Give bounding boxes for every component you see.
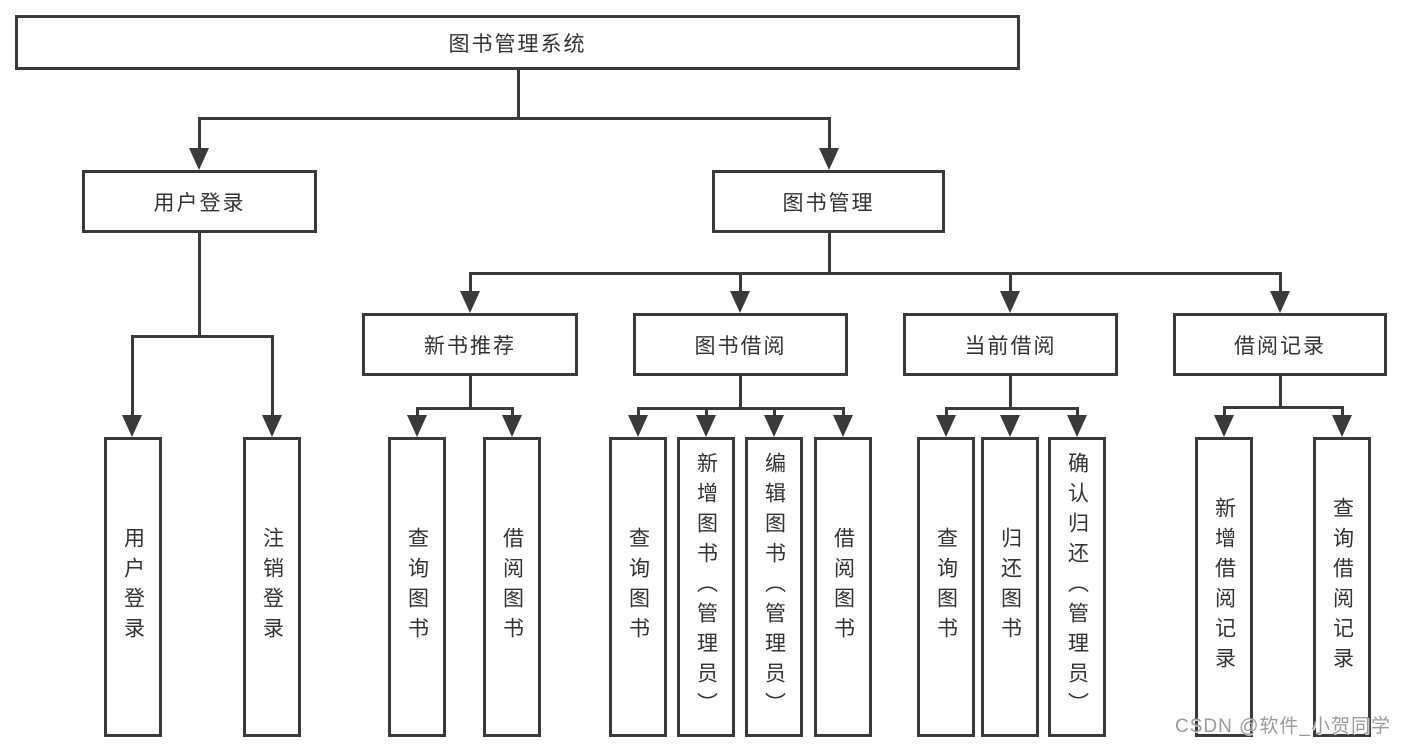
arrow-down-icon (1000, 415, 1020, 437)
connector-line (470, 272, 1281, 275)
connector-line (199, 117, 831, 120)
leaf-edit-books-admin: 编辑图书（管理员） (745, 437, 803, 737)
connector-line (198, 117, 201, 150)
leaf-label: 用户登录 (121, 527, 145, 647)
arrow-down-icon (936, 415, 956, 437)
node-root-library-system: 图书管理系统 (15, 15, 1020, 70)
node-label: 当前借阅 (964, 334, 1057, 358)
leaf-add-books-admin: 新增图书（管理员） (677, 437, 735, 737)
connector-line (945, 407, 948, 417)
arrow-down-icon (1067, 415, 1087, 437)
leaf-label: 查询借阅记录 (1330, 497, 1354, 677)
connector-line (773, 407, 776, 417)
connector-line (1223, 406, 1226, 417)
connector-line (1009, 272, 1012, 294)
connector-line (416, 407, 419, 417)
arrow-down-icon (696, 415, 716, 437)
leaf-query-books-current: 查询图书 (917, 437, 975, 737)
leaf-label: 编辑图书（管理员） (762, 452, 786, 722)
arrow-down-icon (1270, 291, 1290, 313)
leaf-logout: 注销登录 (243, 437, 301, 737)
leaf-add-borrow-record: 新增借阅记录 (1195, 437, 1253, 737)
arrow-down-icon (628, 415, 648, 437)
node-book-borrowing: 图书借阅 (633, 313, 848, 376)
connector-line (198, 233, 201, 337)
arrow-down-icon (407, 415, 427, 437)
connector-line (1224, 406, 1343, 409)
connector-line (828, 233, 831, 275)
node-label: 用户登录 (153, 191, 246, 215)
connector-line (417, 407, 513, 410)
connector-line (637, 407, 640, 417)
connector-line (469, 376, 472, 410)
connector-line (739, 272, 742, 294)
connector-line (131, 335, 134, 417)
leaf-label: 借阅图书 (500, 527, 524, 647)
csdn-watermark: CSDN @软件_小贺同学 (1175, 716, 1391, 737)
leaf-label: 新增图书（管理员） (694, 452, 718, 722)
node-label: 借阅记录 (1234, 334, 1326, 358)
connector-line (132, 335, 273, 338)
leaf-query-books-recommend: 查询图书 (388, 437, 446, 737)
arrow-down-icon (1332, 415, 1352, 437)
connector-line (1341, 406, 1344, 417)
connector-line (1279, 272, 1282, 294)
connector-line (842, 407, 845, 417)
leaf-borrow-books-recommend: 借阅图书 (483, 437, 541, 737)
leaf-label: 查询图书 (934, 527, 958, 647)
connector-line (739, 376, 742, 410)
arrow-down-icon (502, 415, 522, 437)
arrow-down-icon (833, 415, 853, 437)
arrow-down-icon (1000, 291, 1020, 313)
node-user-login-group: 用户登录 (82, 170, 317, 233)
node-book-management: 图书管理 (712, 170, 945, 233)
arrow-down-icon (262, 415, 282, 437)
leaf-label: 注销登录 (260, 527, 284, 647)
leaf-label: 查询图书 (405, 527, 429, 647)
connector-line (511, 407, 514, 417)
arrow-down-icon (122, 415, 142, 437)
leaf-query-borrow-record: 查询借阅记录 (1313, 437, 1371, 737)
connector-line (705, 407, 708, 417)
leaf-user-login: 用户登录 (104, 437, 162, 737)
leaf-return-books: 归还图书 (981, 437, 1039, 737)
leaf-confirm-return-admin: 确认归还（管理员） (1048, 437, 1106, 737)
connector-line (469, 272, 472, 294)
connector-line (271, 335, 274, 417)
connector-line (517, 70, 520, 118)
arrow-down-icon (1214, 415, 1234, 437)
arrow-down-icon (819, 148, 839, 170)
leaf-label: 借阅图书 (831, 527, 855, 647)
node-current-borrowing: 当前借阅 (903, 313, 1118, 376)
node-label: 图书管理 (782, 191, 875, 215)
leaf-label: 确认归还（管理员） (1065, 452, 1089, 722)
leaf-borrow-books: 借阅图书 (814, 437, 872, 737)
node-borrow-records: 借阅记录 (1173, 313, 1387, 376)
leaf-label: 归还图书 (998, 527, 1022, 647)
arrow-down-icon (189, 148, 209, 170)
leaf-label: 查询图书 (626, 527, 650, 647)
node-label: 图书管理系统 (448, 32, 587, 56)
node-label: 图书借阅 (694, 334, 787, 358)
arrow-down-icon (730, 291, 750, 313)
connector-line (1009, 376, 1012, 410)
node-new-book-recommend: 新书推荐 (362, 313, 578, 376)
node-label: 新书推荐 (424, 334, 516, 358)
arrow-down-icon (764, 415, 784, 437)
connector-line (638, 407, 844, 410)
leaf-label: 新增借阅记录 (1212, 497, 1236, 677)
connector-line (1076, 407, 1079, 417)
connector-line (946, 407, 1078, 410)
connector-line (1279, 376, 1282, 409)
leaf-query-books-borrowing: 查询图书 (609, 437, 667, 737)
connector-line (828, 117, 831, 150)
arrow-down-icon (460, 291, 480, 313)
